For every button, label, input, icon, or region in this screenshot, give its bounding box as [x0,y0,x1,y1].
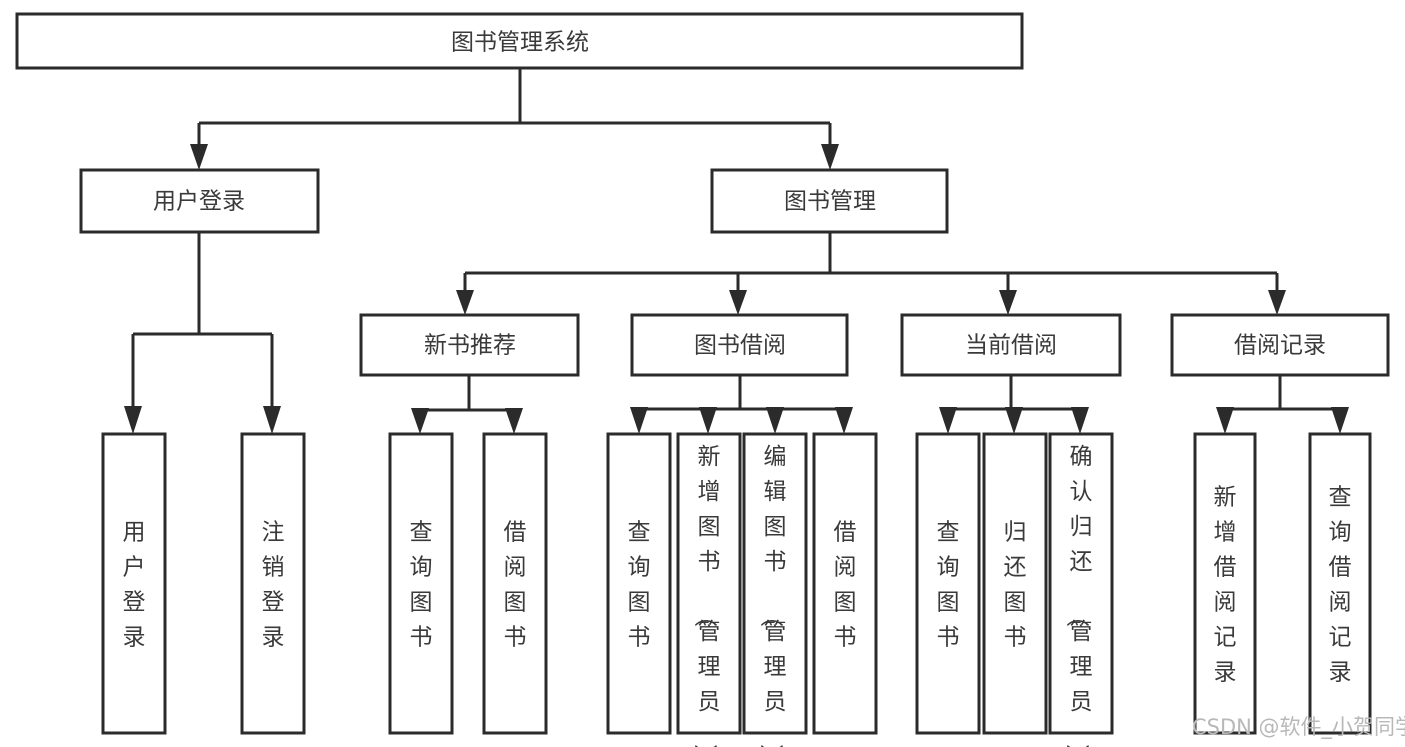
leaf-query-book-1-box[interactable] [388,432,454,735]
leaf-query-book-3[interactable]: 查询图书 [915,432,981,735]
leaf-borrow-book-1-label: 借阅图书 [504,520,527,651]
leaf-edit-book-box[interactable] [742,432,808,735]
leaf-confirm-return[interactable]: 确认归还（管理员） [1048,432,1114,747]
arrow-head-leaf-logout [263,406,281,434]
leaf-return-book-label: 归还图书 [1004,520,1027,651]
node-root-box[interactable] [15,12,1024,70]
leaf-user-login[interactable]: 用户登录 [101,432,167,735]
arrow-head-leaf-borrow-book-2 [835,407,853,434]
leaf-return-book[interactable]: 归还图书 [982,432,1048,735]
leaf-query-book-2[interactable]: 查询图书 [606,432,672,735]
leaf-query-book-1[interactable]: 查询图书 [388,432,454,735]
arrow-head-leaf-confirm-return [1071,407,1089,434]
arrow-head-leaf-edit-book [766,407,784,434]
arrow-head-newbook [456,290,474,315]
leaf-logout-box[interactable] [240,432,306,735]
leaf-query-book-1-label: 查询图书 [410,520,433,651]
node-book-mgmt-label: 图书管理 [784,189,876,215]
node-current-borrow-label: 当前借阅 [965,333,1057,359]
leaf-edit-book-label: 编辑图书（管理员） [758,444,787,747]
leaf-node-layer: 用户登录 注销登录 查询图书 借阅图书 查询图书 新增图书（管理员） 编辑图书（管理员） 借阅… [101,432,1372,747]
arrow-head-book-mgmt [821,144,839,170]
node-user-login[interactable]: 用户登录 [79,168,320,234]
leaf-user-login-box[interactable] [101,432,167,735]
node-book-mgmt[interactable]: 图书管理 [710,168,949,234]
node-book-mgmt-box[interactable] [710,168,949,234]
arrow-head-leaf-query-book-3 [939,407,957,434]
node-book-borrow-box[interactable] [630,313,849,377]
node-current-borrow[interactable]: 当前借阅 [900,313,1122,377]
leaf-add-record[interactable]: 新增借阅记录 [1193,432,1257,735]
leaf-user-login-label: 用户登录 [123,520,146,651]
node-root-label: 图书管理系统 [451,30,589,56]
arrow-head-leaf-add-record [1216,407,1234,434]
leaf-borrow-book-1[interactable]: 借阅图书 [482,432,548,735]
leaf-borrow-book-2-box[interactable] [812,432,878,735]
node-new-book-rec-label: 新书推荐 [424,333,516,359]
arrow-head-leaf-query-record [1331,407,1349,434]
node-new-book-rec-box[interactable] [359,313,580,377]
leaf-query-book-3-label: 查询图书 [937,520,960,651]
node-borrow-record-label: 借阅记录 [1234,333,1326,359]
node-user-login-box[interactable] [79,168,320,234]
leaf-query-book-2-label: 查询图书 [628,520,651,651]
leaf-add-record-box[interactable] [1193,432,1257,735]
arrow-head-leaf-borrow-book-1 [505,408,523,434]
arrow-head-leaf-query-book-2 [630,407,648,434]
arrow-head-currentborrow [999,290,1017,315]
arrow-head-leaf-return-book [1005,407,1023,434]
node-new-book-rec[interactable]: 新书推荐 [359,313,580,377]
node-book-borrow[interactable]: 图书借阅 [630,313,849,377]
leaf-borrow-book-1-box[interactable] [482,432,548,735]
leaf-edit-book[interactable]: 编辑图书（管理员） [742,432,808,747]
leaf-logout[interactable]: 注销登录 [240,432,306,735]
arrow-head-bookborrow [729,290,747,315]
leaf-add-book-label: 新增图书（管理员） [692,444,721,747]
node-current-borrow-box[interactable] [900,313,1122,377]
leaf-add-book-box[interactable] [676,432,742,735]
node-root[interactable]: 图书管理系统 [15,12,1024,70]
leaf-return-book-box[interactable] [982,432,1048,735]
leaf-borrow-book-2-label: 借阅图书 [834,520,857,651]
node-borrow-record-box[interactable] [1170,313,1390,377]
node-user-login-label: 用户登录 [153,189,245,215]
leaf-logout-label: 注销登录 [262,520,285,651]
leaf-add-book[interactable]: 新增图书（管理员） [676,432,742,747]
arrow-head-leaf-add-book [699,407,717,434]
leaf-query-record[interactable]: 查询借阅记录 [1308,432,1372,735]
leaf-borrow-book-2[interactable]: 借阅图书 [812,432,878,735]
arrow-head-borrowrecord [1268,290,1286,315]
leaf-confirm-return-box[interactable] [1048,432,1114,735]
arrow-head-leaf-query-book-1 [411,408,429,434]
arrow-head-leaf-user-login [124,406,142,434]
leaf-query-book-2-box[interactable] [606,432,672,735]
connector-layer [124,68,1349,434]
csdn-watermark: CSDN @软件_小贺同学 [1192,715,1405,740]
node-borrow-record[interactable]: 借阅记录 [1170,313,1390,377]
node-book-borrow-label: 图书借阅 [694,333,786,359]
leaf-add-record-label: 新增借阅记录 [1214,485,1237,686]
arrow-head-user-login [190,144,208,170]
leaf-query-record-label: 查询借阅记录 [1329,485,1352,686]
leaf-query-record-box[interactable] [1308,432,1372,735]
leaf-query-book-3-box[interactable] [915,432,981,735]
leaf-confirm-return-label: 确认归还（管理员） [1064,444,1093,747]
